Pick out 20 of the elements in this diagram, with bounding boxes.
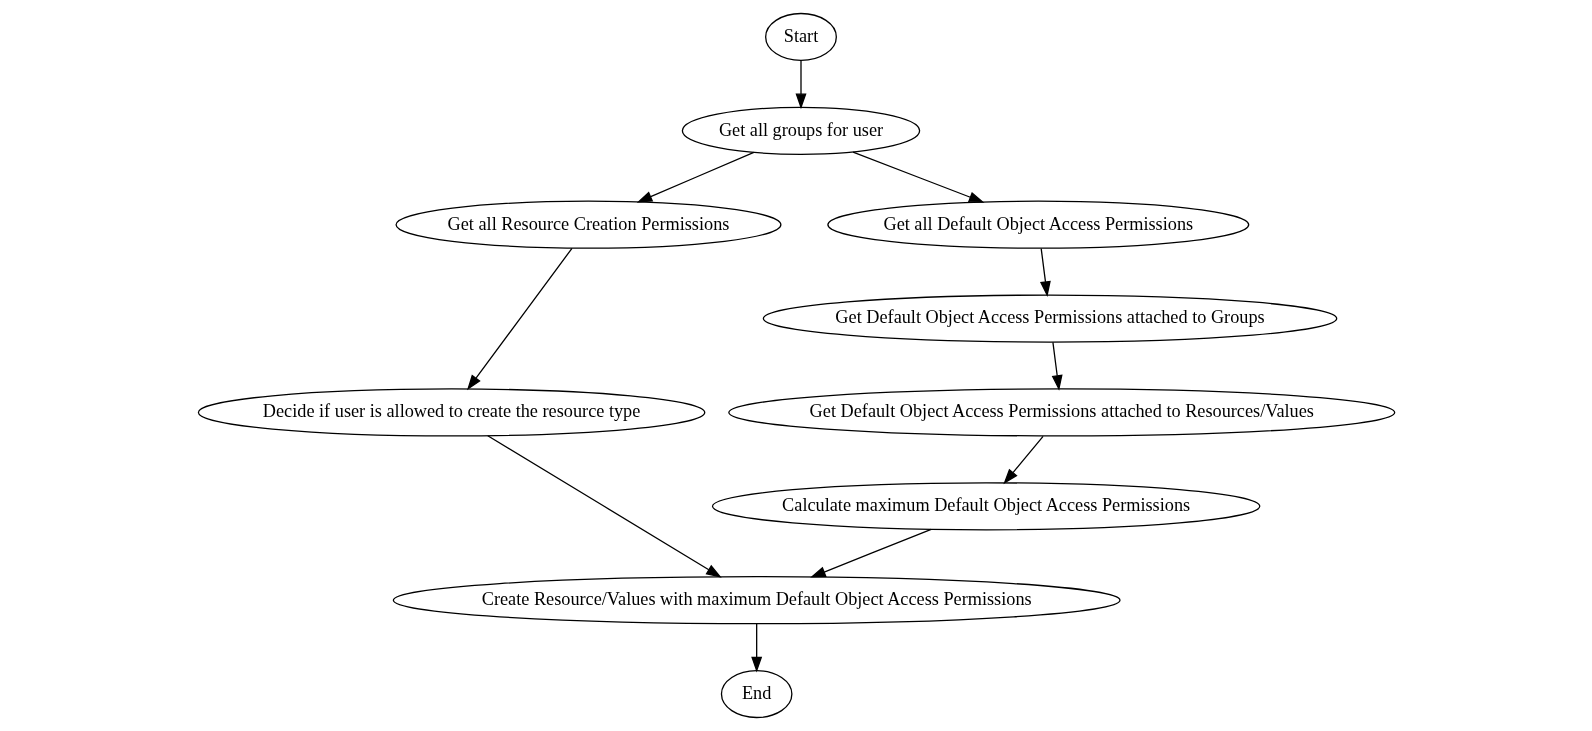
node-ellipse: End <box>720 669 792 719</box>
arrow <box>1039 247 1051 297</box>
arrow <box>1002 435 1044 485</box>
node-ellipse: Calculate maximum Default Object Access Permissions <box>711 482 1260 531</box>
node-ellipse: Get all Default Object Access Permissions <box>826 200 1249 249</box>
node-ellipse: Get Default Object Access Permissions attached to Resources/Values <box>727 388 1395 437</box>
arrow <box>486 435 722 578</box>
arrow <box>1051 341 1063 391</box>
node-ellipse: Decide if user is allowed to create the resource type <box>197 388 705 437</box>
arrow <box>466 247 573 391</box>
arrow <box>795 60 806 110</box>
node-ellipse: Create Resource/Values with maximum Default Object Access Permissions <box>392 576 1121 625</box>
arrow <box>809 528 932 578</box>
arrow <box>851 151 984 203</box>
node-ellipse: Start <box>764 12 837 62</box>
arrow <box>636 151 754 203</box>
node-ellipse: Get Default Object Access Permissions attached to Groups <box>762 294 1337 343</box>
node-ellipse: Get all Resource Creation Permissions <box>394 200 782 249</box>
arrow <box>750 623 762 673</box>
node-ellipse: Get all groups for user <box>681 106 920 155</box>
